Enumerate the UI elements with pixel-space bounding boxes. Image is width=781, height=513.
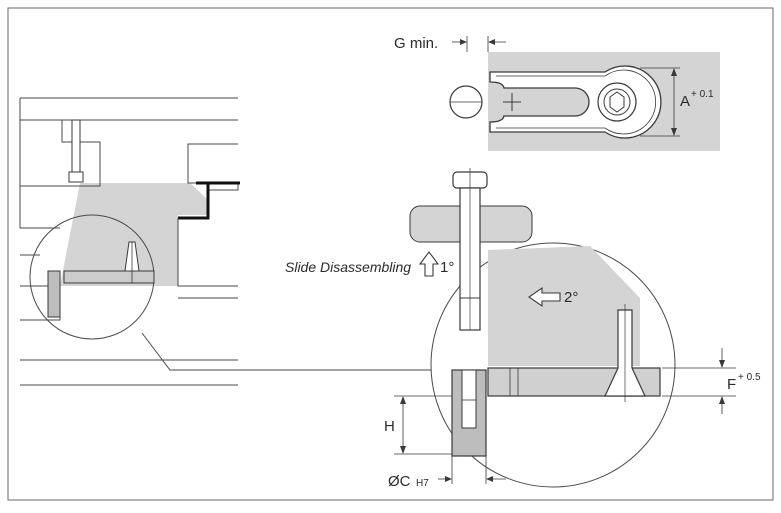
frame-border bbox=[7, 7, 774, 501]
small-lock-plate bbox=[63, 270, 155, 284]
mold-bottom-lines bbox=[20, 359, 238, 386]
f-arrow-bottom bbox=[719, 396, 725, 404]
detail-leader bbox=[141, 332, 440, 371]
left-arrow-icon bbox=[528, 286, 561, 308]
g-min-label: G min. bbox=[394, 35, 438, 52]
c-arrow-right bbox=[486, 476, 493, 482]
fork-plate-inner bbox=[496, 69, 657, 135]
mold-assembly bbox=[19, 97, 440, 386]
a-arrow-top bbox=[671, 68, 677, 76]
h-arrow-top bbox=[400, 396, 406, 404]
mold-top-lines bbox=[19, 97, 238, 228]
mold-step-right bbox=[187, 143, 238, 184]
f-arrow-top bbox=[719, 360, 725, 368]
up-arrow-icon bbox=[418, 251, 440, 277]
f-label: F bbox=[727, 376, 736, 393]
one-degree-label: 1° bbox=[440, 259, 454, 276]
a-label: A bbox=[680, 93, 690, 110]
slide-profile-thick bbox=[178, 181, 210, 220]
mold-corner bbox=[207, 182, 239, 200]
mold-bolt-shank bbox=[71, 119, 81, 173]
mold-lower-lines bbox=[177, 218, 238, 299]
c-tolerance: H7 bbox=[416, 478, 429, 489]
pin-bore bbox=[461, 369, 477, 429]
detail-shade bbox=[488, 246, 640, 366]
mold-bolt-head bbox=[68, 171, 84, 183]
top-view bbox=[449, 36, 720, 151]
a-arrow-bottom bbox=[671, 128, 677, 136]
c-label: ØC bbox=[388, 473, 411, 490]
detail-view bbox=[394, 168, 736, 488]
hex-socket bbox=[609, 91, 625, 113]
mold-shade bbox=[60, 183, 208, 286]
f-tolerance: + 0.5 bbox=[738, 372, 761, 383]
two-degree-label: 2° bbox=[564, 289, 578, 306]
screw-head-inner bbox=[603, 88, 631, 116]
c-arrow-left bbox=[445, 476, 452, 482]
g-arrow-left bbox=[460, 39, 467, 45]
mold-step-left bbox=[20, 120, 101, 187]
small-pin bbox=[47, 270, 61, 318]
a-tolerance: + 0.1 bbox=[691, 89, 714, 100]
h-label: H bbox=[384, 418, 395, 435]
h-arrow-bottom bbox=[400, 446, 406, 454]
slide-disassembling-label: Slide Disassembling bbox=[285, 259, 411, 275]
g-arrow-right bbox=[488, 39, 495, 45]
